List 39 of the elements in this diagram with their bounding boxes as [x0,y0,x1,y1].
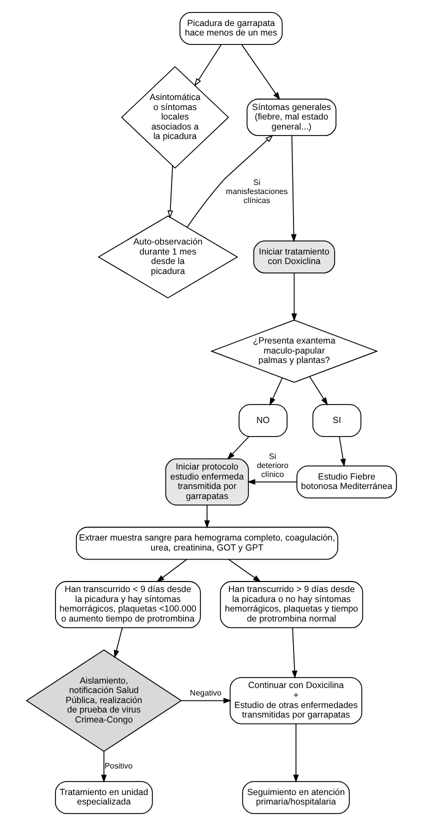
edge-label: Positivo [104,761,132,770]
arrow [186,134,273,228]
arrow [291,627,297,679]
arrow [226,436,249,460]
arrow [204,504,210,528]
arrow [338,436,346,467]
node-box: Seguimiento en atención primaria/hospitalaria [242,781,350,814]
arrow [113,627,122,658]
node-box: Continuar con Doxicilina + Estudio de otras enfermedades transmitidas por garrapatas [229,677,362,724]
node-box: NO [238,404,288,437]
arrow [194,44,222,86]
arrow [269,378,282,406]
edge-label: Si manisfestaciones clínicas [225,178,288,205]
arrow [290,272,296,322]
node-box: Tratamiento en unidad especializada [54,781,152,814]
node-box: Iniciar protocolo estudio enfermeda transmitida por garrapatas [164,458,248,506]
node-box: Estudio Fiebre botonosa Mediterránea [296,465,396,498]
edge-label: Negativo [189,688,222,698]
node-diamond: ¿Presenta exantema maculo-papular palmas y plantas? [210,320,378,383]
node-box: Han transcurrido > 9 días desde la picadura o no hay síntomas hemorrágicos, plaquetas y tiempo de protrombina normal [219,581,363,628]
node-box: Extraer muestra sangre para hemograma completo, coagulación, urea, creatinina, GOT y GPT [75,526,338,560]
arrow [290,135,296,242]
node-box: Iniciar tratamiento con Doxiclina [252,240,335,274]
edge-label: Si deterioro clínico [256,452,288,479]
node-diamond: Auto-observación durante 1 mes desde la picadura [97,216,238,298]
arrow [308,376,328,406]
node-box: Han transcurrido < 9 días desde la picadura y hay síntomas hemorrágicos, plaquetas <100.000 o aumento tiempo de protrombina [54,581,200,628]
arrow [156,559,187,582]
arrow [180,698,231,704]
arrow [240,44,280,100]
arrow [292,723,298,783]
arrow [166,166,173,219]
arrow [246,479,297,485]
arrow [228,559,261,582]
arrow [100,750,106,783]
node-box: Picadura de garrapata hace menos de un mes [179,12,282,45]
node-box: Síntomas generales (fiebre, mal estado general...) [246,98,336,136]
node-diamond: Asintomática o síntomas locales asociados a la picadura [120,66,229,169]
node-box: SI [312,404,361,437]
